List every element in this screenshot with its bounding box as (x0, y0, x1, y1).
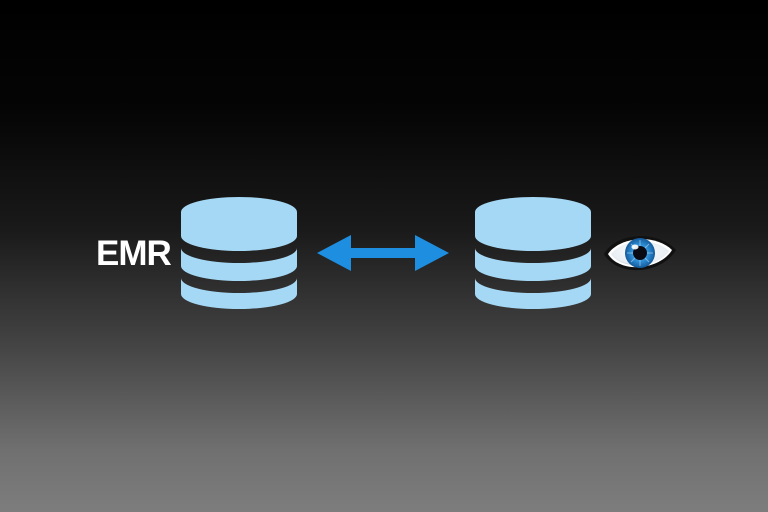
eye-icon (604, 236, 676, 271)
emr-label: EMR (96, 234, 172, 273)
database-icon (181, 197, 297, 309)
database-icon (475, 197, 591, 309)
double-arrow-icon (317, 235, 449, 271)
